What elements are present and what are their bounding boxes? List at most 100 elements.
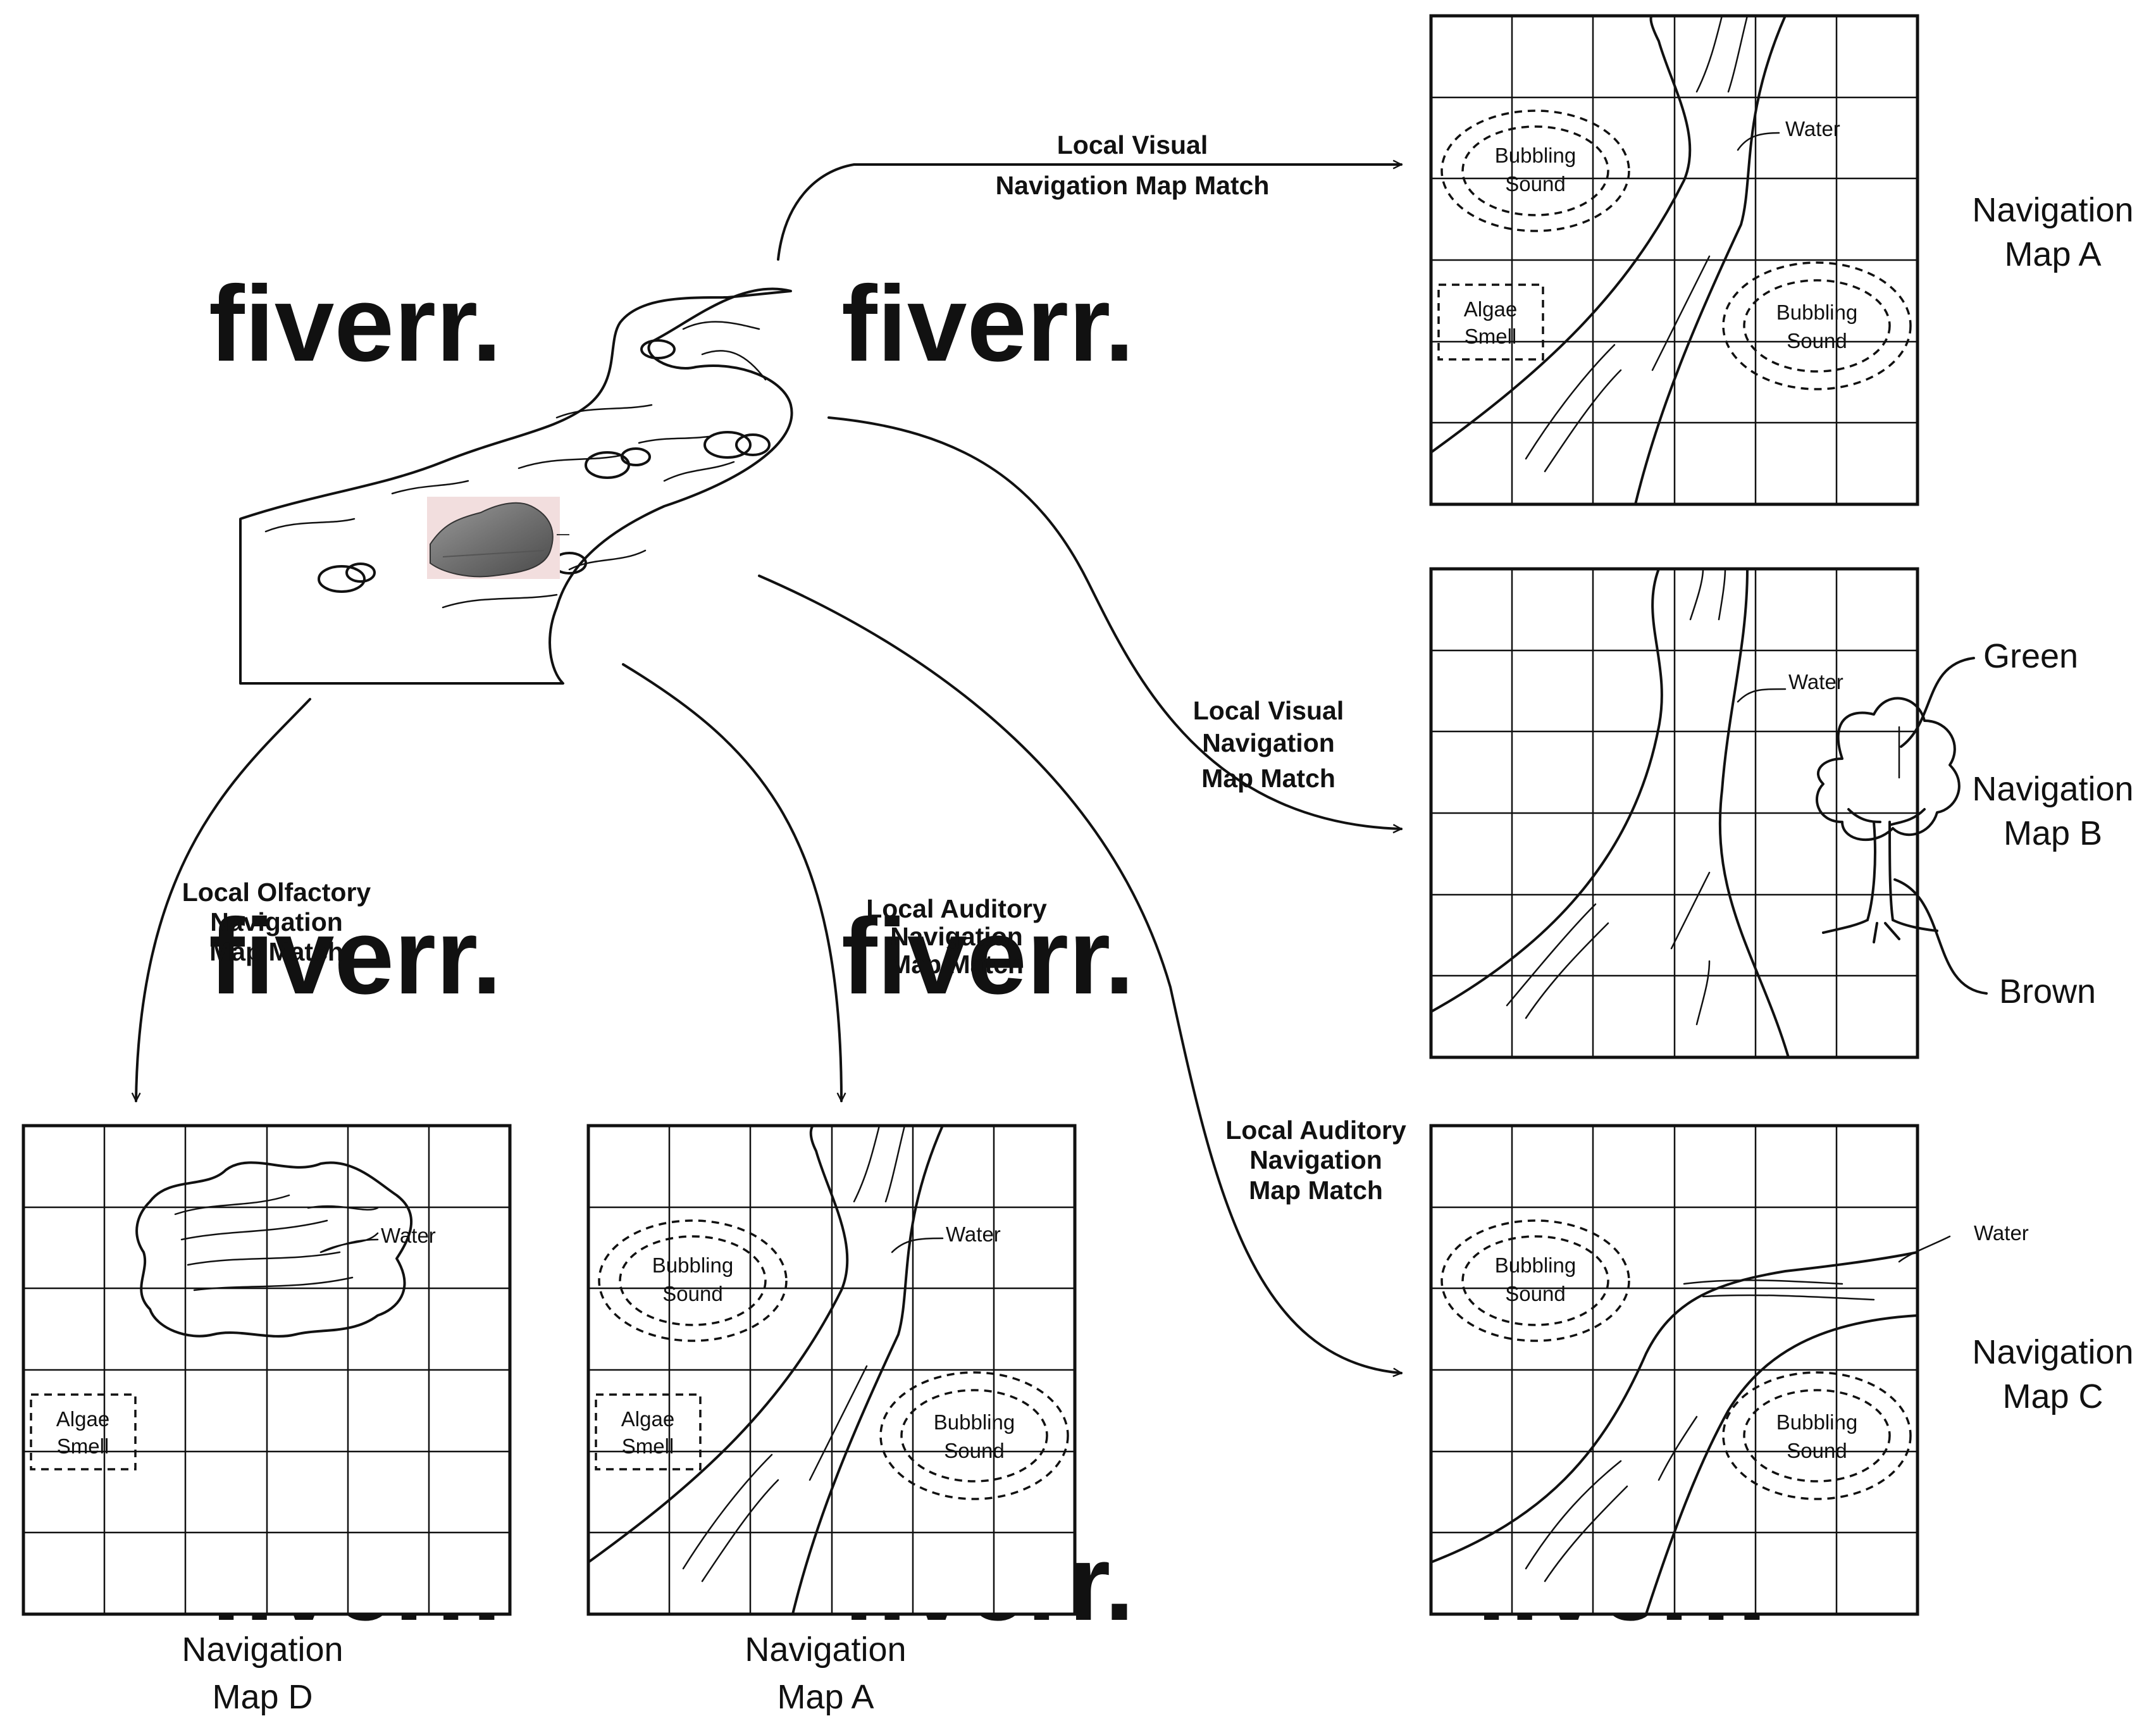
label-visual-a-line1: Local Visual	[1057, 130, 1208, 159]
river-right-bank	[791, 1124, 944, 1615]
water-label: Water	[1788, 670, 1843, 693]
water-label: Water	[1785, 117, 1840, 140]
bubbling-label-1: Bubbling	[652, 1253, 733, 1277]
map-a-top-title-line1: Navigation	[1972, 191, 2133, 229]
river-bank-outline	[239, 287, 793, 685]
river-right-bank	[1645, 1314, 1919, 1615]
watermark-5: fiverr.	[841, 897, 1134, 1017]
connector-labels: Local Visual Navigation Map Match Local …	[182, 130, 1406, 1205]
algae-label-2: Smell	[622, 1434, 674, 1458]
bubbling-outer-ring	[1722, 1371, 1912, 1500]
map-d-title-line2: Map D	[212, 1678, 313, 1716]
label-olfactory-d-line1: Local Olfactory	[182, 878, 371, 907]
map-c-water-label: Water	[1974, 1221, 2029, 1245]
map-b-title-line1: Navigation	[1972, 770, 2133, 808]
watermark-1: fiverr.	[209, 264, 502, 384]
green-leader-line	[1900, 657, 1975, 748]
bubbling-label-1: Bubbling	[1776, 301, 1857, 324]
connectors	[136, 165, 1401, 1373]
map-c-title-line2: Map C	[2002, 1377, 2103, 1415]
algae-label-1: Algae	[1464, 297, 1517, 321]
bubbling-label-2: Sound	[662, 1282, 722, 1305]
algae-label-2: Smell	[1465, 325, 1517, 348]
green-label: Green	[1983, 637, 2078, 675]
bubbling-inner-ring	[1743, 279, 1891, 373]
map-grid	[1431, 569, 1917, 1057]
water-label: Water	[946, 1222, 1001, 1246]
bubbling-label-2: Sound	[1787, 1439, 1847, 1462]
watermark-4: fiverr.	[209, 897, 502, 1017]
label-olfactory-d-line2: Navigation	[210, 907, 343, 936]
map-grid	[588, 1126, 1075, 1614]
lake-outline	[135, 1161, 413, 1338]
river-left-bank	[1430, 15, 1692, 454]
brown-label: Brown	[1999, 973, 2096, 1011]
label-visual-a-line2: Navigation Map Match	[996, 171, 1270, 200]
bubbling-inner-ring	[1461, 1235, 1609, 1326]
algae-box	[30, 1393, 137, 1471]
label-auditory-c-line3: Map Match	[1249, 1176, 1383, 1205]
bubbling-label-2: Sound	[1505, 172, 1565, 196]
bubbling-label-2: Sound	[944, 1439, 1004, 1462]
algae-label-1: Algae	[56, 1407, 109, 1431]
label-visual-b-line1: Local Visual	[1193, 696, 1344, 725]
tree-icon	[1816, 697, 1961, 943]
map-b-title-line2: Map B	[2004, 814, 2102, 852]
river-right-bank	[1718, 568, 1790, 1059]
label-auditory-c-line2: Navigation	[1249, 1145, 1382, 1174]
algae-box	[1437, 283, 1544, 361]
map-c: Bubbling Sound Bubbling Sound	[1429, 1124, 1951, 1616]
bubbling-label-1: Bubbling	[1495, 144, 1576, 167]
bubbling-outer-ring	[1722, 261, 1912, 390]
arrow-auditory-to-map-a-bottom	[622, 663, 841, 1102]
map-a-bottom-title-line2: Map A	[777, 1678, 874, 1716]
watermark-2: fiverr.	[841, 264, 1134, 384]
label-auditory-a-line2: Navigation	[890, 922, 1023, 951]
bubbling-label-1: Bubbling	[1776, 1410, 1857, 1434]
river-left-bank	[1430, 1251, 1919, 1564]
river-scene	[239, 287, 793, 685]
bubbling-label-1: Bubbling	[934, 1410, 1015, 1434]
label-visual-b-line3: Map Match	[1201, 764, 1335, 793]
bubbling-inner-ring	[1461, 125, 1609, 216]
bubbling-label-2: Sound	[1505, 1282, 1565, 1305]
bubbling-outer-ring	[598, 1219, 788, 1342]
bubbling-outer-ring	[1440, 109, 1630, 232]
river-ripples	[264, 321, 767, 609]
river-left-bank	[1430, 568, 1663, 1013]
label-auditory-c-line1: Local Auditory	[1225, 1116, 1406, 1145]
map-a-bottom: Bubbling Sound Bubbling Sound Algae Smel…	[586, 1124, 1077, 1616]
arrow-visual-to-map-b	[827, 416, 1403, 829]
bubbling-outer-ring	[879, 1371, 1069, 1500]
algae-box	[595, 1393, 702, 1471]
river-left-bank	[587, 1124, 849, 1564]
map-grid	[1431, 16, 1917, 504]
arrow-olfactory-to-map-d	[136, 698, 311, 1102]
label-visual-b-line2: Navigation	[1202, 728, 1335, 757]
map-a-top-title-line2: Map A	[2004, 235, 2101, 273]
bubbling-label-2: Sound	[1787, 329, 1847, 352]
label-auditory-a-line1: Local Auditory	[866, 894, 1047, 923]
map-c-title-line1: Navigation	[1972, 1333, 2133, 1371]
map-a-top: Bubbling Sound Bubbling Sound Algae Smel…	[1429, 14, 1919, 506]
water-label: Water	[381, 1224, 436, 1247]
rock-photo	[427, 497, 569, 579]
map-d: Water Algae Smell	[22, 1124, 512, 1616]
label-olfactory-d-line3: Map Match	[209, 937, 344, 966]
bubbling-outer-ring	[1440, 1219, 1630, 1342]
bubbling-inner-ring	[619, 1235, 767, 1326]
arrow-auditory-to-map-c	[758, 575, 1401, 1373]
label-auditory-a-line3: Map Match	[889, 950, 1024, 979]
bubbling-inner-ring	[900, 1389, 1048, 1483]
map-d-title-line1: Navigation	[182, 1631, 343, 1669]
brown-leader-line	[1893, 878, 1988, 995]
map-a-bottom-title-line1: Navigation	[745, 1631, 906, 1669]
map-b: Water	[1429, 567, 1961, 1059]
algae-label-1: Algae	[621, 1407, 674, 1431]
arrow-visual-to-map-a	[777, 165, 1403, 261]
bubbling-inner-ring	[1743, 1389, 1891, 1483]
algae-label-2: Smell	[57, 1434, 109, 1458]
river-right-bank	[1634, 15, 1787, 506]
bubbling-label-1: Bubbling	[1495, 1253, 1576, 1277]
